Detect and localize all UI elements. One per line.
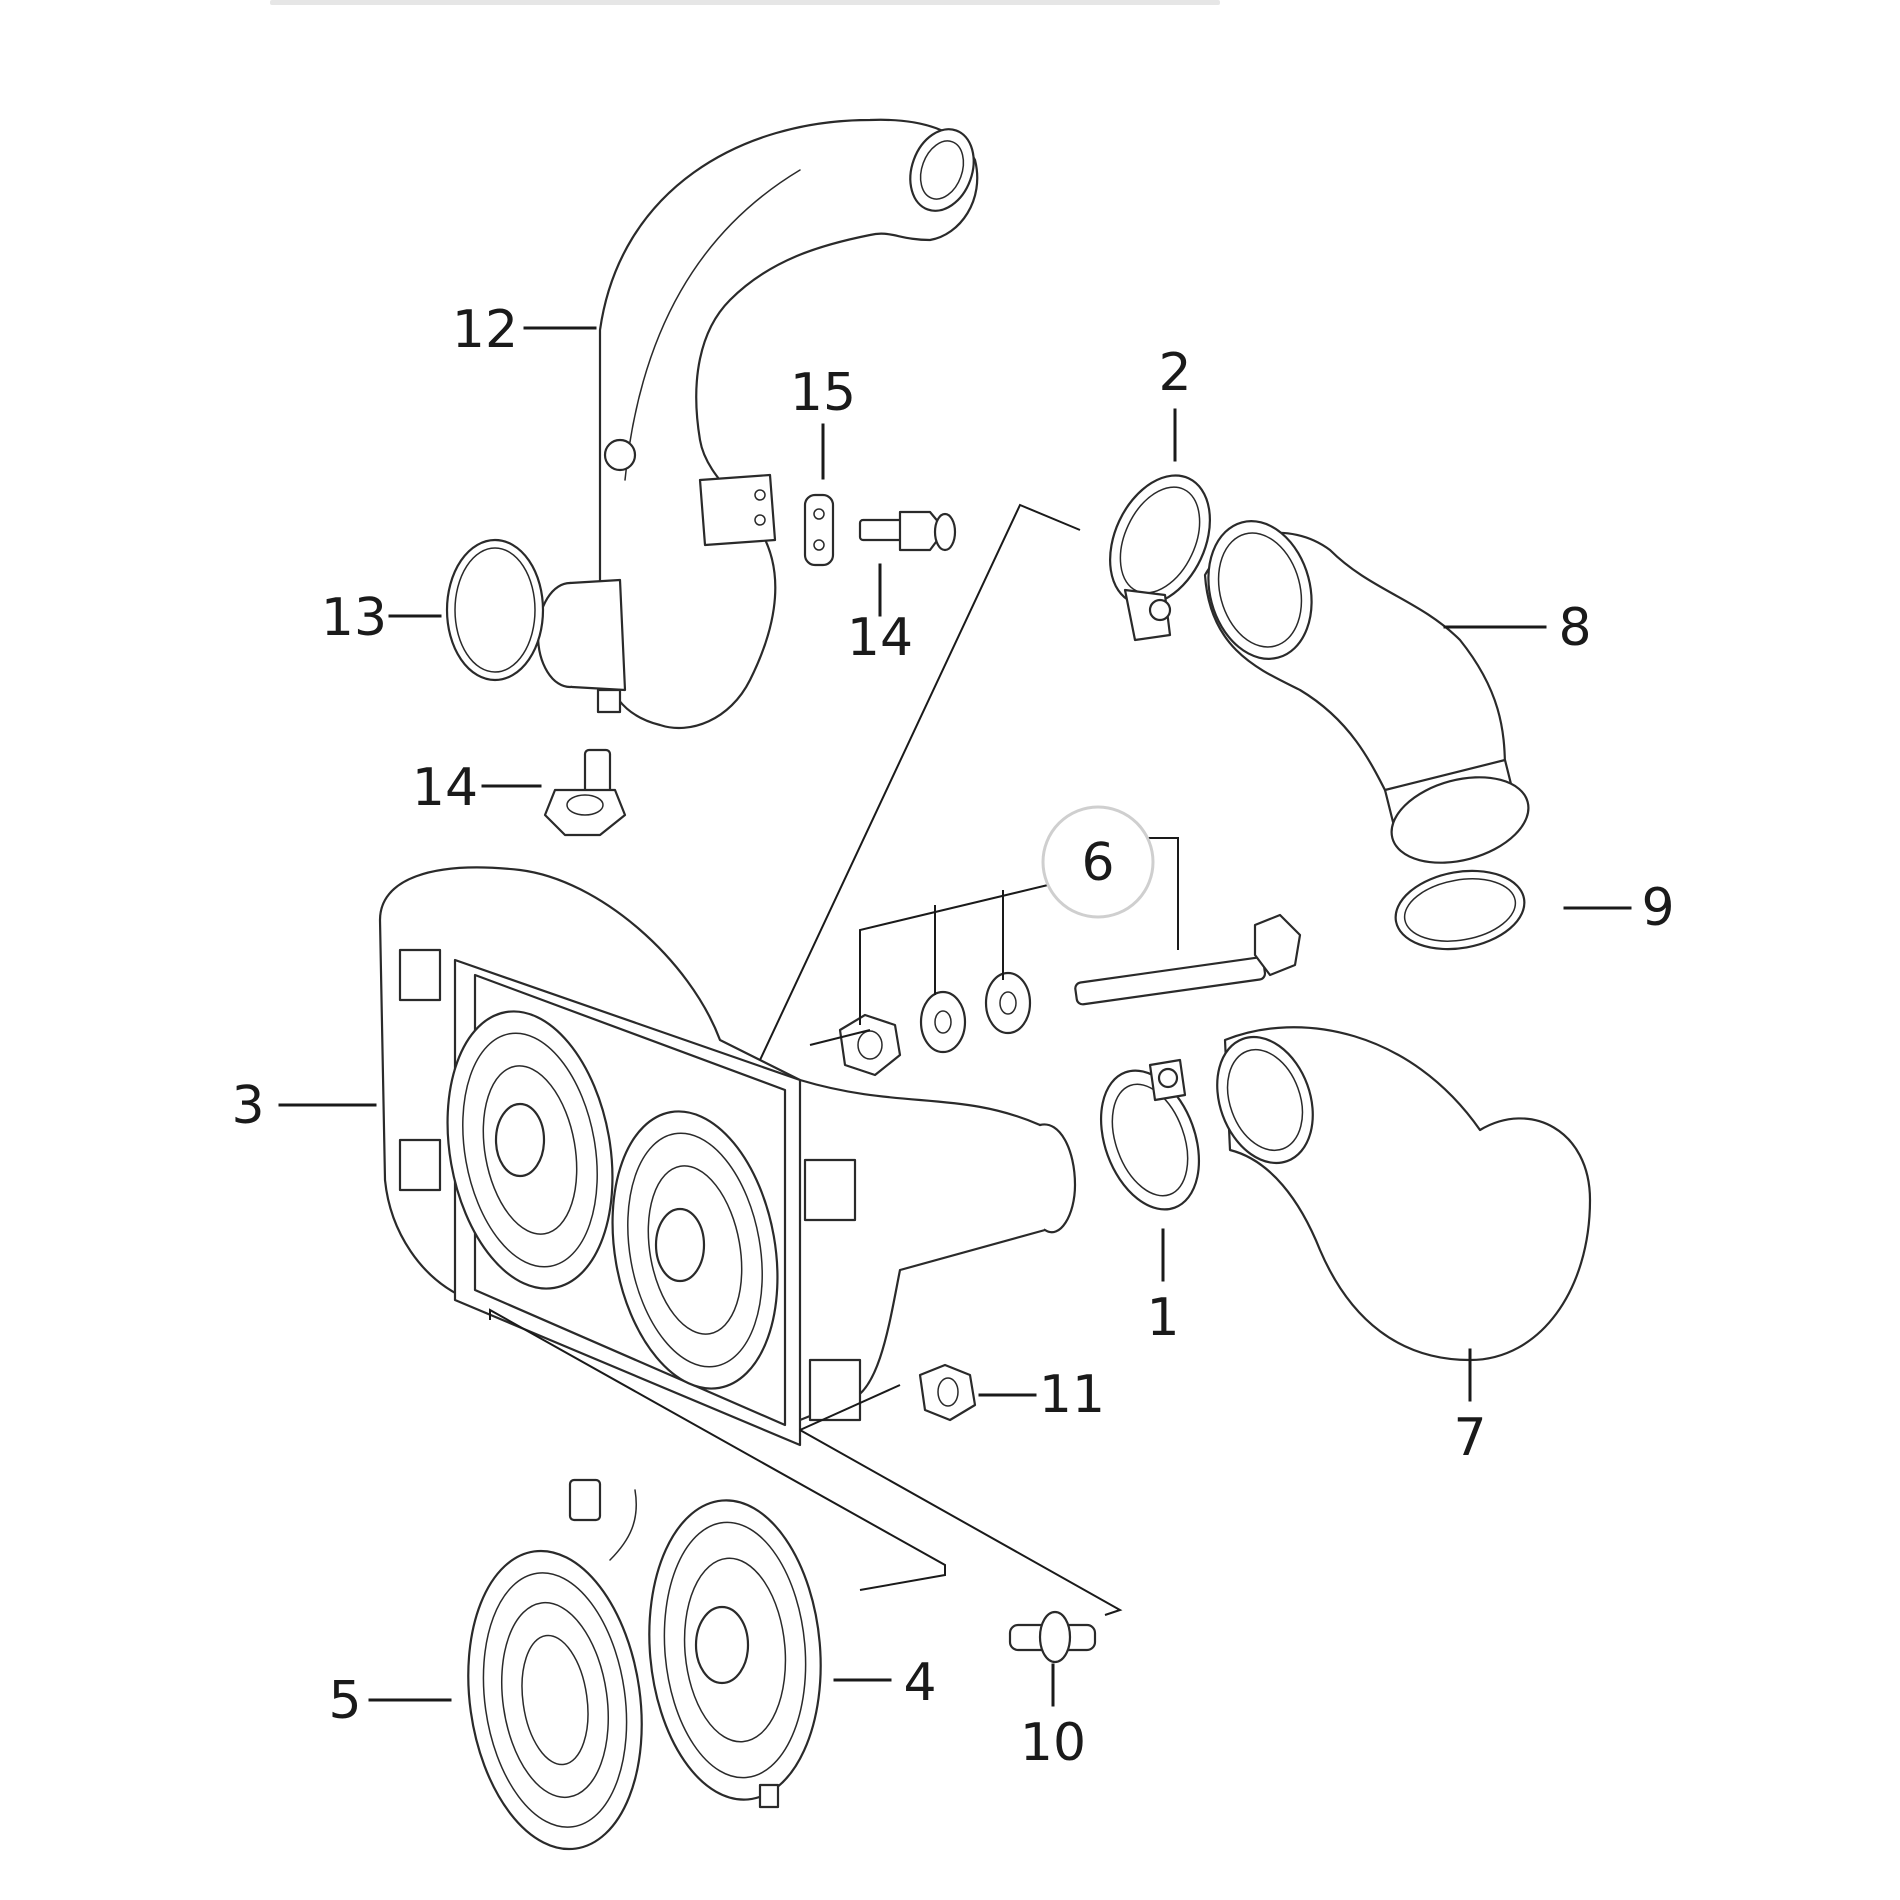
callout-1: 1 [1146,1288,1179,1348]
part-7-hose-lower [1216,1026,1592,1362]
part-14-bolt-upper [858,510,957,552]
callout-2: 2 [1158,343,1191,403]
callout-12: 12 [452,300,518,360]
part-1-clamp-lower [1099,1058,1201,1211]
callout-14-lower: 14 [412,758,478,818]
part-15-gasket [803,493,835,567]
part-14-bolt-lower [543,748,627,837]
callout-8: 8 [1558,598,1591,658]
part-6-washer-1 [919,990,967,1054]
callout-13: 13 [321,588,387,648]
callout-3: 3 [231,1076,264,1136]
part-3-fan-left [446,1010,614,1290]
callout-11: 11 [1039,1365,1105,1425]
callout-7: 7 [1453,1408,1486,1468]
callout-10: 10 [1020,1713,1086,1773]
leader-lines [278,326,1632,1707]
callout-6-circle [1041,805,1155,919]
callout-9: 9 [1641,878,1674,938]
callout-14-upper: 14 [847,608,913,668]
part-6-long-bolt [1074,913,1302,1006]
top-divider [270,0,1220,5]
callout-5: 5 [328,1671,361,1731]
callout-15: 15 [790,363,856,423]
part-10-fitting [1008,1610,1097,1664]
callout-4: 4 [903,1653,936,1713]
part-4-fan [648,1499,822,1809]
callouts: 1 2 3 4 5 6 7 8 9 10 11 12 13 14 14 15 [231,300,1674,1773]
reference-lines [489,503,1179,1616]
part-6-washer-2 [984,971,1032,1035]
part-3-fan-right [611,1110,779,1390]
callout-6: 6 [1081,833,1114,893]
part-9-oring [1394,869,1526,951]
part-11-nut [918,1363,977,1422]
part-12-upper-duct [536,118,979,730]
part-2-clamp-upper [1109,474,1211,642]
part-5-fan-shroud [467,1478,643,1851]
part-8-hose-upper [1203,520,1530,864]
part-13-oring [445,538,545,682]
part-6-nut [838,1013,902,1077]
